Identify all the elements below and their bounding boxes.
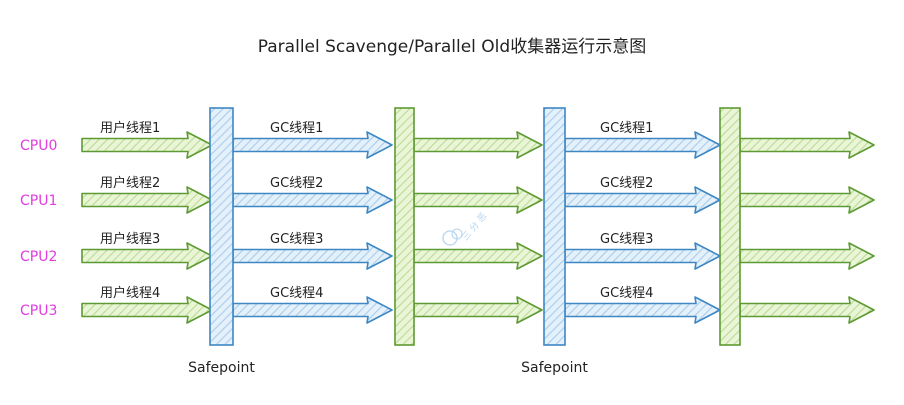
thread-labels: 用户线程1 用户线程2 用户线程3 用户线程4 GC线程1GC线程2GC线程3GC线程4… <box>100 120 653 301</box>
safepoint-labels: Safepoint Safepoint <box>188 360 588 376</box>
user-thread-arrow-4-3 <box>739 296 875 324</box>
cpu-label-0: CPU0 <box>20 138 57 154</box>
user-thread-arrow-0-1 <box>81 186 213 214</box>
gc-thread-arrow-3-3 <box>564 296 721 324</box>
resume-barrier-3 <box>719 107 741 346</box>
watermark-text: 三 分 恶 <box>460 211 489 243</box>
user-thread-arrow-2-1 <box>413 186 543 214</box>
user-thread-arrow-4-0 <box>739 131 875 159</box>
watermark: 三 分 恶 <box>442 211 489 246</box>
thread-arrows <box>81 131 875 324</box>
user-thread-arrow-2-3 <box>413 296 543 324</box>
safepoint-barrier-2 <box>543 107 566 346</box>
gc-thread-arrow-1-1 <box>232 186 393 214</box>
user-thread-label-0-0: 用户线程1 <box>100 120 160 136</box>
barriers <box>209 107 741 346</box>
gc-thread-label-1-0: GC线程1 <box>270 121 323 136</box>
safepoint-label-0: Safepoint <box>188 360 255 376</box>
user-thread-arrow-2-2 <box>413 242 543 270</box>
gc-thread-arrow-1-0 <box>232 131 393 159</box>
user-thread-label-0-3: 用户线程4 <box>100 285 160 301</box>
user-thread-arrow-4-1 <box>739 186 875 214</box>
gc-thread-label-3-3: GC线程4 <box>600 286 653 301</box>
gc-thread-label-3-0: GC线程1 <box>600 121 653 136</box>
cpu-label-3: CPU3 <box>20 303 57 319</box>
gc-thread-arrow-3-1 <box>564 186 721 214</box>
chat-bubble-icon-secondary <box>451 228 463 240</box>
chat-bubble-icon <box>442 230 458 246</box>
user-thread-arrow-0-2 <box>81 242 213 270</box>
gc-thread-label-3-2: GC线程3 <box>600 232 653 247</box>
user-thread-arrow-2-0 <box>413 131 543 159</box>
gc-thread-label-1-1: GC线程2 <box>270 176 323 191</box>
gc-thread-label-1-2: GC线程3 <box>270 232 323 247</box>
user-thread-arrow-0-0 <box>81 131 213 159</box>
cpu-label-1: CPU1 <box>20 193 57 209</box>
gc-thread-arrow-1-2 <box>232 242 393 270</box>
user-thread-label-0-1: 用户线程2 <box>100 175 160 191</box>
gc-thread-arrow-3-0 <box>564 131 721 159</box>
gc-thread-arrow-1-3 <box>232 296 393 324</box>
cpu-label-2: CPU2 <box>20 249 57 265</box>
gc-thread-label-1-3: GC线程4 <box>270 286 323 301</box>
user-thread-arrow-0-3 <box>81 296 213 324</box>
user-thread-label-0-2: 用户线程3 <box>100 231 160 247</box>
safepoint-barrier-0 <box>209 107 234 346</box>
resume-barrier-1 <box>394 107 415 346</box>
user-thread-arrow-4-2 <box>739 242 875 270</box>
safepoint-label-2: Safepoint <box>521 360 588 376</box>
gc-thread-arrow-3-2 <box>564 242 721 270</box>
gc-thread-label-3-1: GC线程2 <box>600 176 653 191</box>
diagram-title: Parallel Scavenge/Parallel Old收集器运行示意图 <box>258 37 646 57</box>
